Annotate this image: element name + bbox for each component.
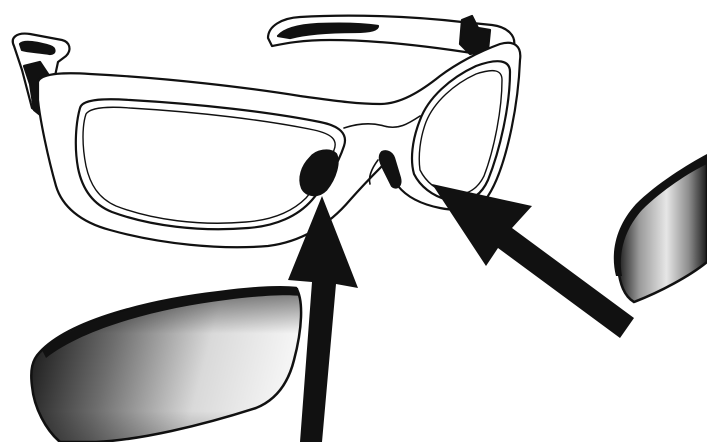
replacement-lens-icon [617,160,707,302]
insert-arrow-diagonal [432,184,634,338]
far-hinge [460,16,490,54]
glasses-frame-icon [13,16,521,248]
insert-arrow-icon [432,184,634,338]
replacement-lens-right [614,154,707,302]
replacement-lens-left-shade [31,287,301,442]
replacement-lens-left [31,287,301,442]
